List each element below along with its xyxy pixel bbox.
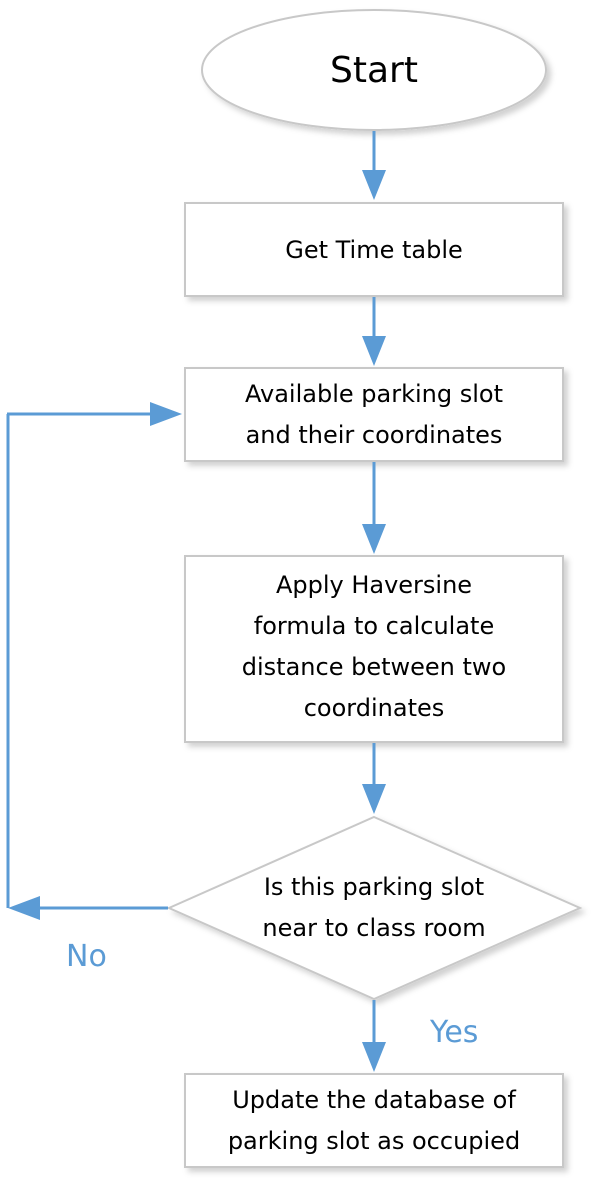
haversine-label-line: formula to calculate — [254, 612, 494, 640]
arrows — [6, 131, 386, 1072]
update-db-node: Update the database of parking slot as o… — [184, 1073, 564, 1168]
arrow-no-loop — [6, 402, 182, 920]
get-timetable-node: Get Time table — [184, 202, 564, 297]
arrow-timetable-to-available — [362, 297, 386, 366]
available-slots-node: Available parking slot and their coordin… — [184, 367, 564, 462]
decision-label-line: near to class room — [262, 914, 485, 942]
arrow-haversine-to-decision — [362, 743, 386, 814]
update-db-label-line: Update the database of — [232, 1086, 516, 1114]
yes-edge-label: Yes — [429, 1015, 478, 1050]
decision-label-line: Is this parking slot — [264, 873, 484, 901]
update-db-label-line: parking slot as occupied — [228, 1127, 520, 1155]
decision-node: Is this parking slot near to class room — [166, 815, 583, 1001]
get-timetable-label: Get Time table — [285, 236, 463, 264]
haversine-label-line: distance between two — [242, 653, 506, 681]
no-edge-label: No — [66, 939, 107, 974]
start-label: Start — [330, 50, 418, 91]
start-node: Start — [201, 9, 547, 131]
haversine-node: Apply Haversine formula to calculate dis… — [184, 555, 564, 743]
arrow-start-to-timetable — [362, 131, 386, 200]
available-slots-label-line: Available parking slot — [245, 380, 503, 408]
arrow-decision-to-update — [362, 1000, 386, 1072]
haversine-label-line: coordinates — [304, 694, 445, 722]
available-slots-label-line: and their coordinates — [246, 421, 503, 449]
arrow-available-to-haversine — [362, 462, 386, 554]
haversine-label-line: Apply Haversine — [276, 571, 472, 599]
